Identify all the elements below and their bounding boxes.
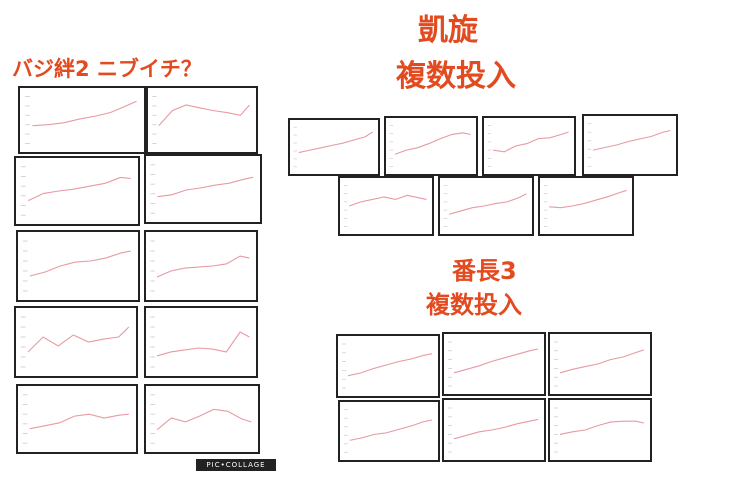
mini-chart-R2: [389, 125, 476, 167]
mini-chart-L4: [150, 164, 260, 214]
mini-chart-R4: [587, 123, 676, 167]
series-line: [395, 133, 471, 154]
series-line: [30, 414, 129, 429]
series-line: [30, 251, 131, 276]
series-line: [157, 332, 249, 356]
chart-thumbnail-left-2: [146, 86, 258, 154]
series-line: [593, 131, 670, 151]
chart-thumbnail-bottom-6: [548, 398, 652, 462]
chart-thumbnail-left-9: [16, 384, 138, 454]
series-line: [348, 354, 432, 376]
series-line: [454, 349, 538, 373]
series-line: [493, 132, 569, 152]
series-line: [349, 195, 426, 206]
mini-chart-L7: [20, 316, 136, 368]
mini-chart-L3: [20, 166, 138, 216]
series-line: [449, 194, 526, 215]
right-section-title-line1: 凱旋: [418, 13, 478, 48]
mini-chart-B6: [554, 407, 650, 453]
mini-chart-L6: [150, 240, 256, 292]
mini-chart-B2: [448, 341, 544, 387]
mini-chart-L2: [152, 96, 256, 144]
mini-chart-R5: [343, 185, 432, 227]
left-section-title: バジ絆2 ニブイチ？: [12, 57, 202, 81]
chart-thumbnail-right-7: [538, 176, 634, 236]
series-line: [549, 190, 626, 207]
chart-thumbnail-bottom-5: [442, 398, 546, 462]
chart-thumbnail-left-6: [144, 230, 258, 302]
mini-chart-B4: [343, 409, 438, 453]
chart-thumbnail-right-3: [482, 116, 576, 176]
series-line: [350, 420, 432, 440]
series-line: [454, 419, 538, 438]
series-line: [159, 105, 250, 126]
chart-thumbnail-right-6: [438, 176, 534, 236]
series-line: [560, 350, 644, 373]
series-line: [157, 409, 251, 429]
chart-thumbnail-right-5: [338, 176, 434, 236]
chart-thumbnail-left-8: [144, 306, 258, 378]
series-line: [560, 421, 644, 434]
mini-chart-R3: [487, 125, 574, 167]
series-line: [32, 101, 136, 125]
chart-thumbnail-right-2: [384, 116, 478, 176]
mini-chart-L9: [22, 394, 136, 444]
series-line: [28, 177, 130, 200]
chart-thumbnail-left-7: [14, 306, 138, 378]
chart-thumbnail-left-5: [16, 230, 140, 302]
series-line: [157, 177, 253, 196]
mini-chart-R6: [443, 185, 532, 227]
right-section-title-line2: 複数投入: [396, 59, 516, 94]
chart-thumbnail-left-10: [144, 384, 260, 454]
mini-chart-B5: [448, 407, 544, 453]
chart-thumbnail-left-4: [144, 154, 262, 224]
chart-thumbnail-bottom-1: [336, 334, 440, 398]
chart-thumbnail-bottom-3: [548, 332, 652, 396]
chart-thumbnail-right-1: [288, 118, 380, 176]
mini-chart-L1: [24, 96, 144, 144]
bottom-section-title-line2: 複数投入: [426, 291, 522, 319]
chart-thumbnail-right-4: [582, 114, 678, 176]
bottom-section-title-line1: 番長3: [452, 257, 517, 285]
chart-thumbnail-bottom-2: [442, 332, 546, 396]
series-line: [28, 327, 129, 352]
mini-chart-L8: [150, 316, 256, 368]
mini-chart-L10: [150, 394, 258, 444]
chart-thumbnail-left-3: [14, 156, 140, 226]
mini-chart-B1: [342, 343, 438, 389]
series-line: [299, 132, 373, 153]
mini-chart-R7: [543, 185, 632, 227]
chart-thumbnail-bottom-4: [338, 400, 440, 462]
mini-chart-R1: [293, 126, 378, 168]
mini-chart-B3: [554, 341, 650, 387]
mini-chart-L5: [22, 240, 138, 292]
series-line: [157, 256, 249, 277]
pic-collage-watermark: PIC•COLLAGE: [196, 459, 276, 471]
chart-thumbnail-left-1: [18, 86, 146, 154]
